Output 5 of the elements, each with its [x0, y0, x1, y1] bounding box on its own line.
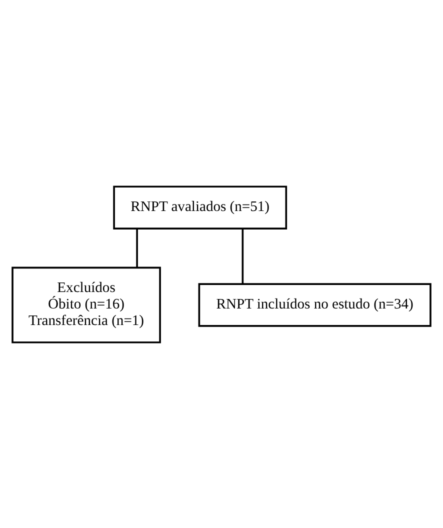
connector — [136, 228, 138, 267]
node-box: RNPT incluídos no estudo (n=34) — [198, 282, 432, 326]
node-box: RNPT avaliados (n=51) — [113, 185, 288, 229]
connector — [242, 228, 244, 284]
node-box: Excluídos Óbito (n=16) Transferência (n=1) — [12, 266, 161, 343]
